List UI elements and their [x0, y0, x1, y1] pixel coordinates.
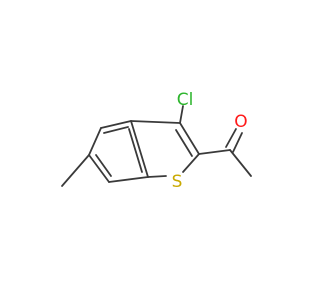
- bond-c7a-c3a-inner: [128, 128, 143, 173]
- bond-carbonyl-methyl: [229, 149, 252, 177]
- atom-label-oxygen: O: [234, 112, 247, 132]
- molecule-structure: Cl S O: [61, 90, 252, 192]
- bond-c3-c2-inner: [175, 129, 193, 157]
- bond-lines: [61, 105, 252, 187]
- atom-label-chlorine: Cl: [177, 90, 194, 110]
- bond-c6-methyl: [61, 154, 90, 187]
- molecule-canvas: Cl S O: [61, 90, 252, 192]
- bond-c2-carbonyl-c: [198, 149, 231, 155]
- bond-c6-c7-inner: [95, 154, 112, 177]
- atom-label-sulfur: S: [172, 172, 183, 192]
- bond-c2-s: [182, 153, 200, 173]
- bond-c6-c7: [88, 154, 110, 183]
- bond-carbonyl-o-2: [232, 132, 243, 153]
- bond-carbonyl-o-1: [225, 128, 237, 148]
- bond-c3a-c3: [130, 120, 181, 124]
- bond-s-c7a: [147, 175, 167, 178]
- bond-c3-c2: [179, 122, 200, 155]
- bond-c3-cl: [179, 105, 184, 124]
- bond-c4-c5-inner: [103, 126, 129, 134]
- bond-c5-c6: [88, 127, 102, 156]
- bond-c7a-c3a: [130, 120, 149, 178]
- bond-c7-c7a: [108, 176, 149, 183]
- bond-c4-c5: [100, 120, 132, 129]
